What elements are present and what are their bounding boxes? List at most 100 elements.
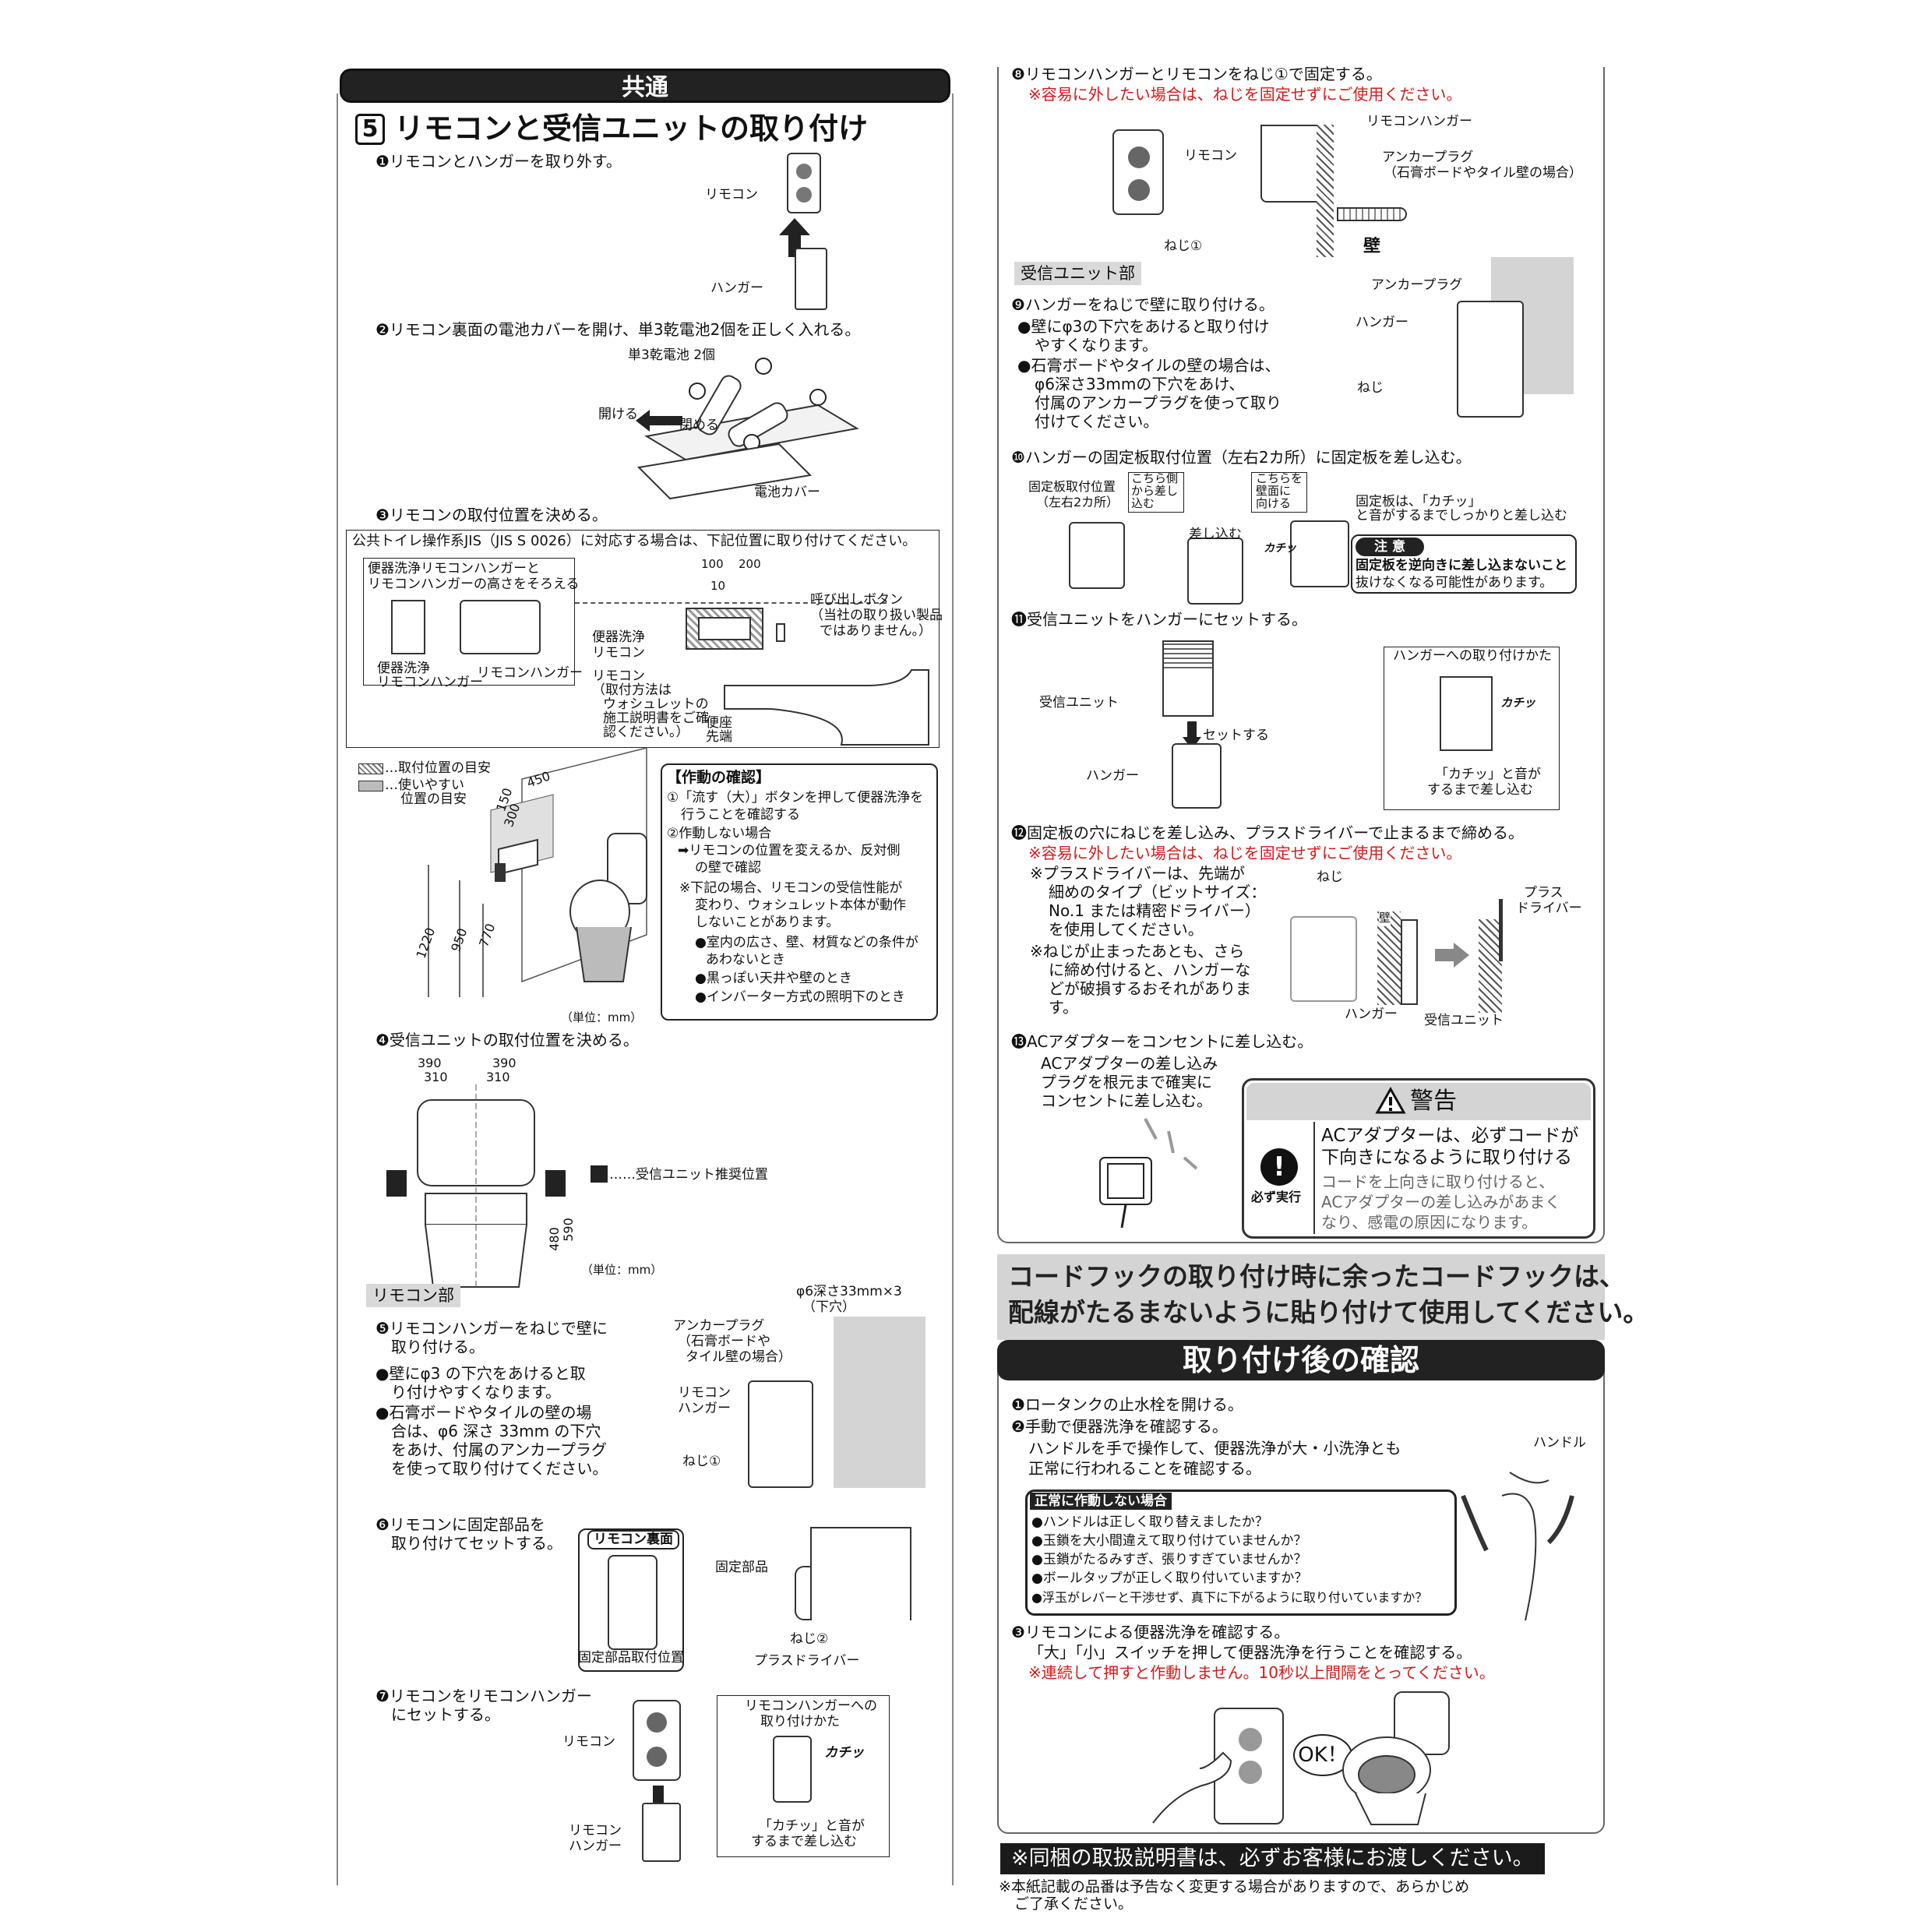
step5-anchor-1: アンカープラグ — [673, 1318, 765, 1334]
step12-n1a: ※プラスドライバーは、先端が — [1030, 864, 1245, 883]
jis-wash-hanger-illustration — [391, 600, 425, 654]
step12-n1c: No.1 または精密ドライバー） — [1049, 901, 1260, 920]
step6-pos: 固定部品取付位置 — [578, 1650, 684, 1666]
step7b: にセットする。 — [391, 1705, 500, 1724]
check-1b: 行うことを確認する — [681, 807, 800, 823]
step12-screw: ねじ — [1317, 869, 1343, 885]
step10-wall-3: 向ける — [1256, 496, 1292, 510]
step10-hanger-left — [1069, 522, 1125, 589]
step8-text: ❽リモコンハンガーとリモコンをねじ①で固定する。 — [1011, 65, 1382, 83]
jis-wash-hanger-1: 便器洗浄 — [377, 661, 430, 676]
fault-title: 正常に作動しない場合 — [1030, 1493, 1172, 1510]
toilet-3d-illustration — [569, 833, 647, 982]
fault-4: ●ボールタップが正しく取り付いていますか？ — [1031, 1571, 1308, 1586]
step11-box-unit-illustration — [1440, 676, 1493, 751]
step8-wall-hatch — [1317, 125, 1334, 257]
step9-b2a: ●石膏ボードやタイルの壁の場合は、 — [1017, 356, 1281, 375]
cord-hook-1: コードフックの取り付け時に余ったコードフックは、 — [1008, 1261, 1625, 1292]
jis-wash-remote-2: リモコン — [592, 645, 645, 661]
left-column-rule-right — [952, 93, 954, 1885]
step11-text: ⓫受信ユニットをハンガーにセットする。 — [1011, 610, 1307, 629]
step5-anchor-2: （石膏ボードや — [678, 1334, 770, 1349]
step2-open-label: 開ける — [598, 407, 638, 422]
warning-body-1: コードを上向きに取り付けると、 — [1321, 1172, 1555, 1191]
step12-driver-2: ドライバー — [1516, 901, 1582, 916]
step5-b1b: り付けやすくなります。 — [391, 1383, 561, 1401]
jis-dim-200: 200 — [739, 557, 761, 571]
dim-310a: 310 — [424, 1070, 448, 1084]
after2-b: 正常に行われることを確認する。 — [1028, 1459, 1261, 1478]
caution-1: 固定板を逆向きに差し込まないこと — [1356, 558, 1567, 573]
step12-driver-1: プラス — [1524, 885, 1564, 901]
check-b3: ●インバーター方式の照明下のとき — [695, 989, 905, 1005]
step12-unit: 受信ユニット — [1424, 1013, 1504, 1028]
step8-screw: ねじ① — [1164, 238, 1203, 254]
jis-align-box — [363, 558, 575, 686]
step5-anchor-3: タイル壁の場合） — [686, 1349, 791, 1365]
step1-text: ❶リモコンとハンガーを取り外す。 — [375, 152, 622, 171]
left-column-rule — [337, 93, 338, 1885]
step6b: 取り付けてセットする。 — [391, 1534, 562, 1553]
jis-seat-1: 便座 — [706, 715, 732, 731]
step9-hanger: ハンガー — [1356, 315, 1408, 330]
step13-n2: プラグを根元まで確実に — [1041, 1073, 1212, 1091]
step11-info-box — [1384, 647, 1560, 810]
step10-side-3: 込む — [1131, 496, 1155, 510]
step4-text: ❹受信ユニットの取付位置を決める。 — [375, 1031, 639, 1049]
rec-pos-label: ……受信ユニット推奨位置 — [609, 1167, 768, 1183]
jis-remote-2: （取付方法は — [592, 682, 672, 698]
caution-title: 注 意 — [1356, 538, 1424, 556]
step2-battery-label: 単3乾電池 2個 — [628, 347, 716, 363]
warning-triangle-icon — [1375, 1086, 1406, 1114]
step7-hanger-1: リモコン — [569, 1823, 622, 1839]
step5-wall-shade — [834, 1317, 925, 1488]
dim-590: 590 — [560, 1218, 576, 1242]
check-b1a: ●室内の広さ、壁、材質などの条件が — [695, 935, 918, 950]
step6-screw: ねじ② — [790, 1631, 829, 1647]
step5-hole: φ6深さ33mm×3 — [796, 1284, 902, 1299]
right-top-frame — [997, 67, 1605, 1243]
step1-hanger-label: ハンガー — [710, 280, 763, 296]
step5-screw: ねじ① — [682, 1454, 721, 1469]
after1: ❶ロータンクの止水栓を開ける。 — [1011, 1395, 1243, 1414]
jis-seat-2: 先端 — [706, 729, 732, 745]
step12-hanger: ハンガー — [1345, 1007, 1398, 1022]
jis-remote-hanger: リモコンハンガー — [477, 665, 583, 681]
step13-adapter-illustration — [1099, 1118, 1198, 1229]
jis-call-3: ではありません。） — [820, 623, 932, 639]
step7-hanger-2: ハンガー — [569, 1839, 622, 1854]
dim-390b: 390 — [492, 1056, 516, 1070]
jis-call-2: （当社の取り扱い製品 — [810, 608, 943, 623]
rec-pos-swatch — [591, 1165, 608, 1183]
legend-gray-swatch — [358, 781, 383, 791]
common-header: 共通 — [338, 67, 952, 104]
step9-screw: ねじ — [1357, 380, 1384, 396]
jis-remote-hanger-illustration — [460, 600, 541, 654]
step2-text: ❷リモコン裏面の電池カバーを開け、単3乾電池2個を正しく入れる。 — [375, 320, 861, 339]
step7a: ❼リモコンをリモコンハンガー — [375, 1687, 592, 1705]
section-number: 5 — [355, 114, 385, 145]
step6-back-box — [578, 1528, 684, 1672]
step11-unit-illustration — [1162, 640, 1214, 717]
step8-anchor-2: （石膏ボードやタイル壁の場合） — [1384, 165, 1582, 181]
step12-wall-hatch-1 — [1377, 911, 1401, 1005]
step5b: 取り付ける。 — [391, 1338, 485, 1356]
dim-310b: 310 — [486, 1070, 510, 1084]
step9-b2d: 付けてください。 — [1035, 412, 1159, 431]
step8-remote-label: リモコン — [1184, 148, 1237, 164]
step11-note-1: 「カチッ」と音が — [1435, 767, 1541, 782]
check-b1b: あわないとき — [706, 952, 785, 968]
step13-text: ⓭ACアダプターをコンセントに差し込む。 — [1011, 1032, 1313, 1051]
jis-wash-remote-1: 便器洗浄 — [592, 629, 645, 645]
step7-box-remote-illustration — [773, 1736, 812, 1803]
step12-n2c: どが破損するおそれがありま — [1049, 979, 1251, 998]
tank-front-illustration — [386, 1084, 566, 1288]
step5-b2d: を使って取り付けてください。 — [391, 1459, 608, 1478]
after3: ❸リモコンによる便器洗浄を確認する。 — [1011, 1623, 1290, 1641]
step8-red: ※容易に外したい場合は、ねじを固定せずにご使用ください。 — [1028, 85, 1462, 104]
step2-slide-arrow-icon — [636, 410, 682, 432]
unit-mm: （単位：mm） — [561, 1010, 643, 1024]
jis-toilet-illustration — [724, 669, 929, 746]
warning-body-3: なり、感電の原因になります。 — [1321, 1213, 1538, 1232]
footnote-2: ご了承ください。 — [1014, 1895, 1133, 1913]
